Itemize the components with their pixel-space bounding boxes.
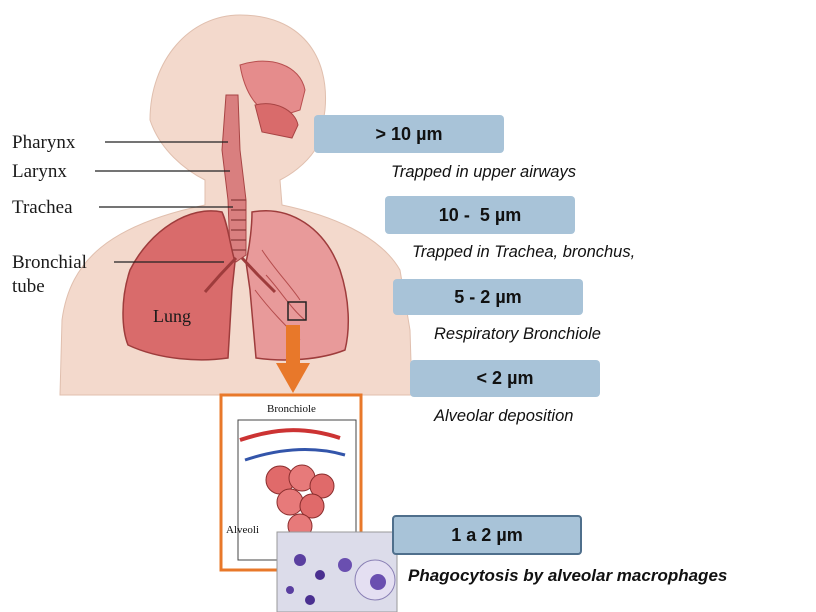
desc-phagocytosis: Phagocytosis by alveolar macrophages [408,566,727,586]
label-bronchial: Bronchial [12,253,87,272]
macrophage-micrograph [277,532,397,612]
desc-alveolar-deposition: Alveolar deposition [434,407,573,426]
desc-upper-airways: Trapped in upper airways [391,163,576,182]
label-larynx: Larynx [12,162,67,181]
label-pharynx: Pharynx [12,133,75,152]
desc-trachea-bronchus: Trapped in Trachea, bronchus, [412,243,635,262]
size-box-under-2um: < 2 µm [410,360,600,397]
size-box-10-5um: 10 - 5 µm [385,196,575,234]
label-trachea: Trachea [12,198,73,217]
desc-respiratory-bronchiole: Respiratory Bronchiole [434,325,601,344]
size-box-over-10um: > 10 µm [314,115,504,153]
size-box-1-2um: 1 a 2 µm [392,515,582,555]
size-box-5-2um: 5 - 2 µm [393,279,583,315]
label-lung: Lung [153,307,191,325]
label-alveoli: Alveoli [226,524,259,536]
label-tube: tube [12,277,45,296]
label-bronchiole: Bronchiole [267,403,316,415]
